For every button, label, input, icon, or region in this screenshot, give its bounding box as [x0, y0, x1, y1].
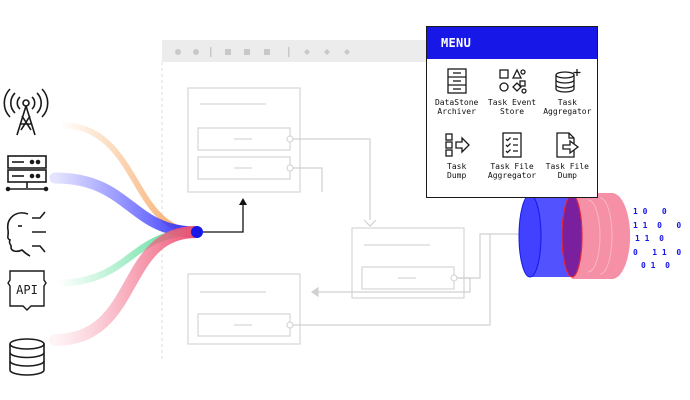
junction-arrow: [203, 204, 244, 233]
binary-row: 0 1 0: [641, 261, 670, 270]
process-block-bottom: [187, 273, 301, 345]
menu-item-label: Task File Aggregator: [487, 162, 537, 180]
stream-pink: [49, 226, 202, 346]
database-icon: [9, 338, 45, 376]
menu-item-task-event-store[interactable]: Task Event Store: [484, 67, 539, 131]
menu-item-label: DataStone Archiver: [434, 98, 479, 116]
database-plus-icon: [555, 69, 581, 93]
process-block-top: [187, 87, 301, 193]
menu-panel: MENU DataStone Archiver Task Event Store: [426, 26, 598, 198]
junction-arrow-head: [239, 198, 247, 205]
menu-item-label: Task Aggregator: [543, 98, 592, 116]
binary-row: 1 1 0: [635, 234, 664, 243]
file-export-icon: [556, 132, 580, 158]
storage-cylinder: [518, 193, 631, 279]
binary-row: 1 0 0: [633, 207, 667, 216]
checklist-file-icon: [502, 132, 522, 158]
binary-row: 0 1 1 0: [633, 248, 681, 257]
process-block-middle: [351, 227, 465, 299]
menu-item-task-file-dump[interactable]: Task File Dump: [540, 131, 595, 195]
background-window: [161, 40, 430, 360]
archive-cabinet-icon: [447, 68, 467, 94]
connector-wires: [293, 138, 522, 326]
api-icon: API: [7, 270, 47, 311]
server-icon: [5, 155, 49, 192]
menu-item-label: Task Dump: [447, 162, 467, 180]
menu-item-task-aggregator[interactable]: Task Aggregator: [540, 67, 595, 131]
menu-item-task-dump[interactable]: Task Dump: [429, 131, 484, 195]
menu-grid: DataStone Archiver Task Event Store Tas: [427, 59, 597, 195]
menu-item-label: Task Event Store: [487, 98, 537, 116]
shapes-icon: [499, 68, 527, 94]
grid-arrow-icon: [445, 133, 470, 157]
binary-row: 1 1 0 0: [633, 221, 681, 230]
menu-title: MENU: [427, 27, 597, 59]
stream-junction: [191, 226, 203, 238]
face-profile-icon: [6, 211, 46, 257]
menu-item-label: Task File Dump: [545, 162, 589, 180]
menu-item-task-file-aggregator[interactable]: Task File Aggregator: [484, 131, 539, 195]
binary-stream: 1 0 0 1 1 0 0 1 1 0 0 1 1 0 0 1 0: [633, 207, 681, 270]
menu-item-datastone-archiver[interactable]: DataStone Archiver: [429, 67, 484, 131]
api-label: API: [16, 283, 38, 297]
data-streams: [49, 122, 202, 346]
radio-tower-icon: [3, 88, 49, 136]
